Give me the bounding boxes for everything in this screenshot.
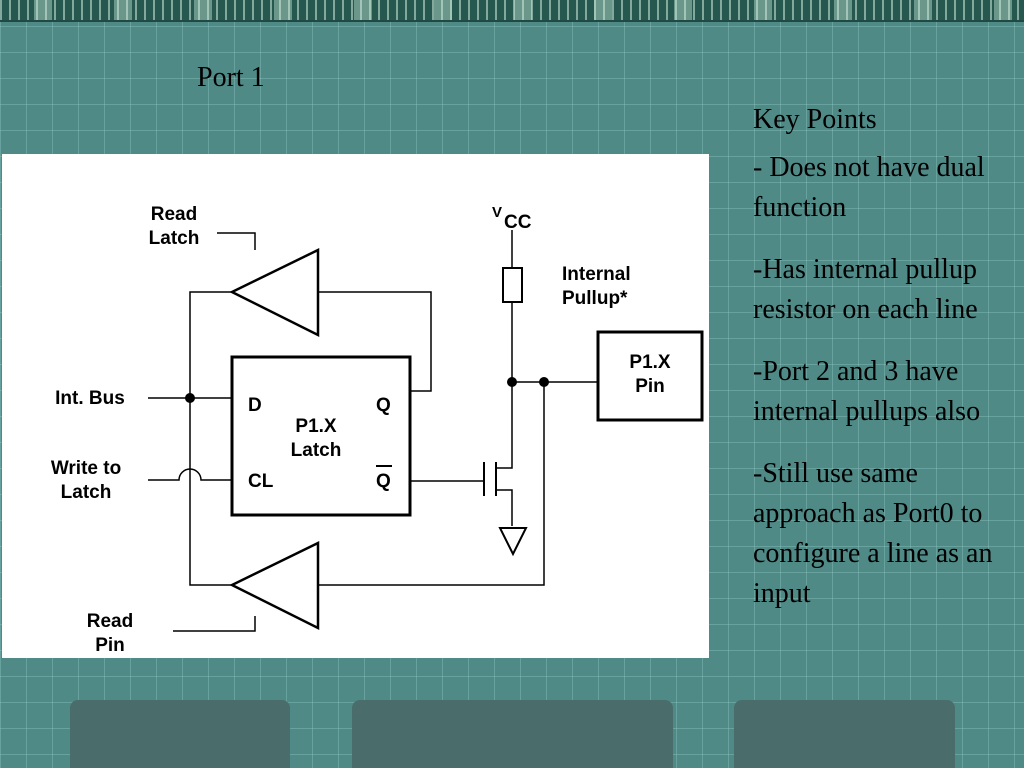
read-pin-label-1: Read — [87, 611, 133, 632]
vcc-label-v: V — [492, 204, 502, 221]
fet-source — [496, 489, 513, 526]
circuit-board-banner — [0, 0, 1024, 22]
read-pin-label-2: Pin — [95, 635, 125, 656]
write-latch-label-1: Write to — [51, 458, 121, 479]
latch-title-1: P1.X — [295, 416, 337, 437]
read-latch-label-2: Latch — [149, 228, 200, 249]
pin-box — [596, 330, 704, 422]
read-pin-line — [173, 616, 256, 632]
write-latch-wire — [148, 468, 232, 481]
key-point-item: -Still use same approach as Port0 to con… — [753, 458, 993, 609]
fet-drain — [496, 382, 513, 469]
latch-d-label: D — [248, 395, 262, 416]
pin-label-2: Pin — [635, 376, 665, 397]
slide-title: Port 1 — [197, 62, 265, 93]
key-point-item: - Does not have dual function — [753, 152, 985, 223]
pullup-resistor — [502, 267, 523, 303]
read-latch-line — [217, 232, 256, 250]
internal-pullup-label-1: Internal — [562, 264, 631, 285]
write-latch-label-2: Latch — [61, 482, 112, 503]
port1-circuit-diagram: Read Latch Int. Bus Write to Latch Read … — [2, 154, 709, 658]
key-points-heading: Key Points — [753, 104, 877, 135]
nav-tab-left[interactable] — [70, 700, 290, 768]
latch-title-2: Latch — [291, 440, 342, 461]
read-pin-buffer — [229, 540, 320, 631]
read-pin-feedback — [318, 382, 545, 586]
circuit-svg: Read Latch Int. Bus Write to Latch Read … — [51, 204, 704, 656]
read-latch-buffer — [229, 247, 320, 338]
vcc-label-cc: CC — [504, 212, 532, 233]
key-point-item: -Port 2 and 3 have internal pullups also — [753, 356, 981, 427]
nav-tab-center[interactable] — [352, 700, 673, 768]
latch-qbar-label: Q — [376, 471, 391, 492]
int-bus-label: Int. Bus — [55, 388, 125, 409]
junction-dot-bus — [185, 393, 195, 403]
internal-pullup-label-2: Pullup* — [562, 288, 628, 309]
junction-dot-pin — [539, 377, 549, 387]
latch-cl-label: CL — [248, 471, 274, 492]
junction-dot-drain — [507, 377, 517, 387]
pin-label-1: P1.X — [629, 352, 671, 373]
read-latch-label-1: Read — [151, 204, 197, 225]
key-point-item: -Has internal pullup resistor on each li… — [753, 254, 978, 325]
key-points-list: Key Points - Does not have dual function… — [753, 100, 1015, 636]
ground-symbol — [498, 527, 528, 557]
latch-box — [230, 355, 412, 517]
left-bus-wire — [189, 291, 232, 586]
nav-tab-right[interactable] — [734, 700, 955, 768]
q-feedback-wire — [318, 291, 432, 392]
latch-q-label: Q — [376, 395, 391, 416]
